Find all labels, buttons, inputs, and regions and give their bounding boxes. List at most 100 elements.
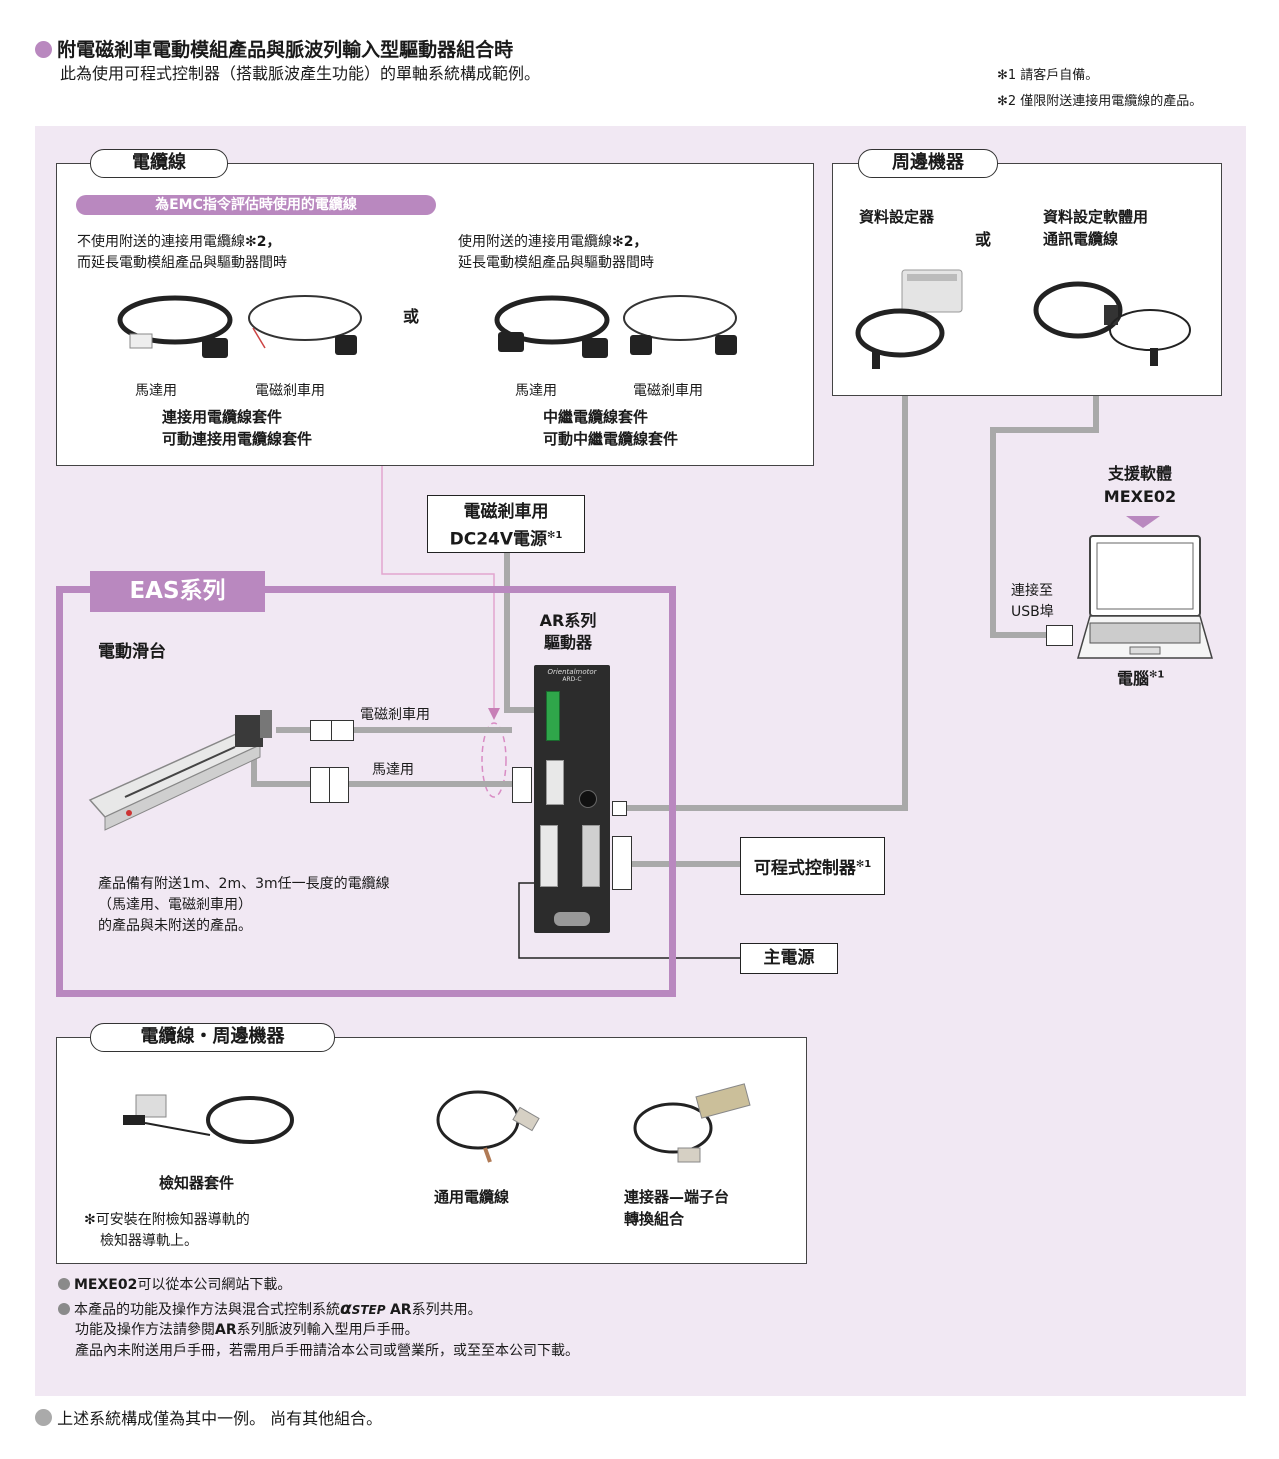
power24-line1: 電磁剎車用 xyxy=(463,502,549,522)
plc-box: 可程式控制器✻1 xyxy=(740,837,885,895)
left-kit-line1: 連接用電纜線套件 xyxy=(162,408,283,426)
left-desc-mark: ✻2， xyxy=(245,234,281,250)
usb-line2: USB埠 xyxy=(1011,604,1054,620)
brake-terminal-icon xyxy=(546,691,560,741)
driver-motor-connector-icon xyxy=(512,767,532,803)
page-subtitle: 此為使用可程式控制器（搭載脈波產生功能）的單軸系統構成範例。 xyxy=(60,64,541,83)
slide-label: 電動滑台 xyxy=(98,642,166,662)
cable-availability-note: 產品備有附送1m、2m、3m任一長度的電纜線 （馬達用、電磁剎車用） 的產品與未… xyxy=(98,874,390,937)
f2-ar: AR xyxy=(389,1302,412,1318)
note-1: ✻1 請客戶自備。 xyxy=(997,68,1099,83)
terminal-block-image xyxy=(633,1083,751,1163)
main-power-box: 主電源 xyxy=(740,943,838,974)
cable-right-desc: 使用附送的連接用電纜線✻2， 延長電動模組產品與驅動器間時 xyxy=(458,232,654,274)
terminal-line2: 轉換組合 xyxy=(624,1209,685,1228)
pc-mark: ✻1 xyxy=(1149,669,1165,681)
brake-cable-label: 電磁剎車用 xyxy=(360,707,430,723)
motor-connector-icon xyxy=(310,767,349,803)
dc24v-power-box: 電磁剎車用 DC24V電源✻1 xyxy=(427,495,585,553)
title-text: 附電磁剎車電動模組產品與脈波列輸入型驅動器組合時 xyxy=(57,39,514,61)
terminal-block-label: 連接器—端子台 轉換組合 xyxy=(624,1187,729,1231)
page-title: 附電磁剎車電動模組產品與脈波列輸入型驅動器組合時 xyxy=(35,35,513,62)
io-connector-icon xyxy=(582,825,600,887)
power24-line2: DC24V電源 xyxy=(449,529,548,550)
bullet-icon xyxy=(35,1409,52,1426)
accessories-heading: 電纜線・周邊機器 xyxy=(90,1023,335,1052)
gray-bullet-icon xyxy=(58,1303,70,1315)
main-power-line xyxy=(518,882,740,959)
left-kit-line2: 可動連接用電纜線套件 xyxy=(162,429,313,448)
software-cable-label: 資料設定軟體用 通訊電纜線 xyxy=(1043,207,1148,251)
comm-port-icon xyxy=(579,790,597,808)
eas-frame xyxy=(56,586,676,997)
connection-kit-label: 連接用電纜線套件 可動連接用電纜線套件 xyxy=(162,407,312,451)
relay-kit-label: 中繼電纜線套件 可動中繼電纜線套件 xyxy=(543,407,678,451)
f2-step: STEP xyxy=(351,1303,386,1317)
power24-mark: ✻1 xyxy=(547,530,563,541)
cable-left-desc: 不使用附送的連接用電纜線✻2， 而延長電動模組產品與驅動器間時 xyxy=(77,232,287,274)
pc-cable-line xyxy=(990,363,1099,638)
right-motor-label: 馬達用 xyxy=(515,383,557,399)
plc-label: 可程式控制器 xyxy=(753,858,856,879)
ground-terminal-icon xyxy=(554,912,590,926)
cable-or: 或 xyxy=(403,307,420,326)
note-2: ✻2 僅限附送連接用電纜線的產品。 xyxy=(997,94,1203,109)
sensor-note-line1: ✻可安裝在附檢知器導軌的 xyxy=(84,1212,250,1228)
terminal-line1: 連接器—端子台 xyxy=(624,1188,730,1206)
brake-connector-icon xyxy=(310,720,354,741)
support-line2: MEXE02 xyxy=(1103,487,1177,507)
usb-line1: 連接至 xyxy=(1011,583,1053,599)
support-software-label: 支援軟體 MEXE02 xyxy=(1100,462,1180,508)
driver-brand: Orientalmotor xyxy=(547,668,597,676)
left-motor-label: 馬達用 xyxy=(135,383,177,399)
driver-model: ARD-C xyxy=(562,676,582,683)
motor-cable-label: 馬達用 xyxy=(372,762,414,778)
driver-line1: AR系列 xyxy=(539,611,597,630)
eas-note-line1: 產品備有附送1m、2m、3m任一長度的電纜線 xyxy=(98,876,390,892)
electric-slide-image xyxy=(88,710,272,831)
emc-ellipse xyxy=(481,722,507,798)
right-kit-line1: 中繼電纜線套件 xyxy=(543,408,649,426)
motor-port-icon xyxy=(546,760,564,805)
peripherals-or: 或 xyxy=(975,230,992,249)
f3-post: 系列脈波列輸入型用戶手冊。 xyxy=(236,1322,419,1338)
emc-tag: 為EMC指令評估時使用的電纜線 xyxy=(76,195,436,215)
peripherals-heading: 周邊機器 xyxy=(858,149,998,178)
pc-image xyxy=(1077,535,1213,659)
down-arrow-icon xyxy=(1126,516,1160,528)
sensor-kit-note: ✻可安裝在附檢知器導軌的 檢知器導軌上。 xyxy=(84,1210,250,1252)
sensor-kit-image xyxy=(123,1094,294,1144)
f1-bold: MEXE02 xyxy=(74,1277,138,1293)
power-terminal-icon xyxy=(540,825,558,887)
ar-driver-image: Orientalmotor ARD-C xyxy=(534,665,610,933)
bullet-icon xyxy=(35,41,52,58)
left-desc-line1: 不使用附送的連接用電纜線 xyxy=(77,234,245,250)
f2-post: 系列共用。 xyxy=(411,1302,482,1318)
comm-cable-image xyxy=(1033,281,1191,366)
support-line1: 支援軟體 xyxy=(1107,464,1172,483)
emc-cable-line xyxy=(381,466,495,710)
right-desc-mark: ✻2， xyxy=(612,234,648,250)
bottom-note: 上述系統構成僅為其中一例。 尚有其他組合。 xyxy=(35,1405,382,1429)
software-cable-line2: 通訊電纜線 xyxy=(1043,229,1119,248)
right-brake-label: 電磁剎車用 xyxy=(633,383,703,399)
eas-note-line3: 的產品與未附送的產品。 xyxy=(98,918,252,934)
footnote-3: 功能及操作方法請參閱AR系列脈波列輸入型用戶手冊。 xyxy=(75,1320,419,1341)
driver-line2: 驅動器 xyxy=(543,633,592,653)
gray-bullet-icon xyxy=(58,1278,70,1290)
driver-label: AR系列 驅動器 xyxy=(528,610,608,655)
driver-io-connector-icon xyxy=(612,836,632,890)
pc-label: 電腦✻1 xyxy=(1117,667,1164,690)
data-setter-image xyxy=(855,269,963,369)
general-cable-image xyxy=(436,1090,540,1163)
plc-mark: ✻1 xyxy=(855,859,872,870)
left-desc-line2: 而延長電動模組產品與驅動器間時 xyxy=(77,255,287,271)
cable-heading: 電纜線 xyxy=(90,149,228,178)
usb-label: 連接至 USB埠 xyxy=(1011,581,1054,623)
right-kit-line2: 可動中繼電纜線套件 xyxy=(543,429,679,448)
right-desc-line2: 延長電動模組產品與驅動器間時 xyxy=(458,255,654,271)
pc-label-text: 電腦 xyxy=(1117,669,1150,688)
peripheral-line xyxy=(627,396,908,811)
sensor-note-line2: 檢知器導軌上。 xyxy=(100,1233,198,1249)
